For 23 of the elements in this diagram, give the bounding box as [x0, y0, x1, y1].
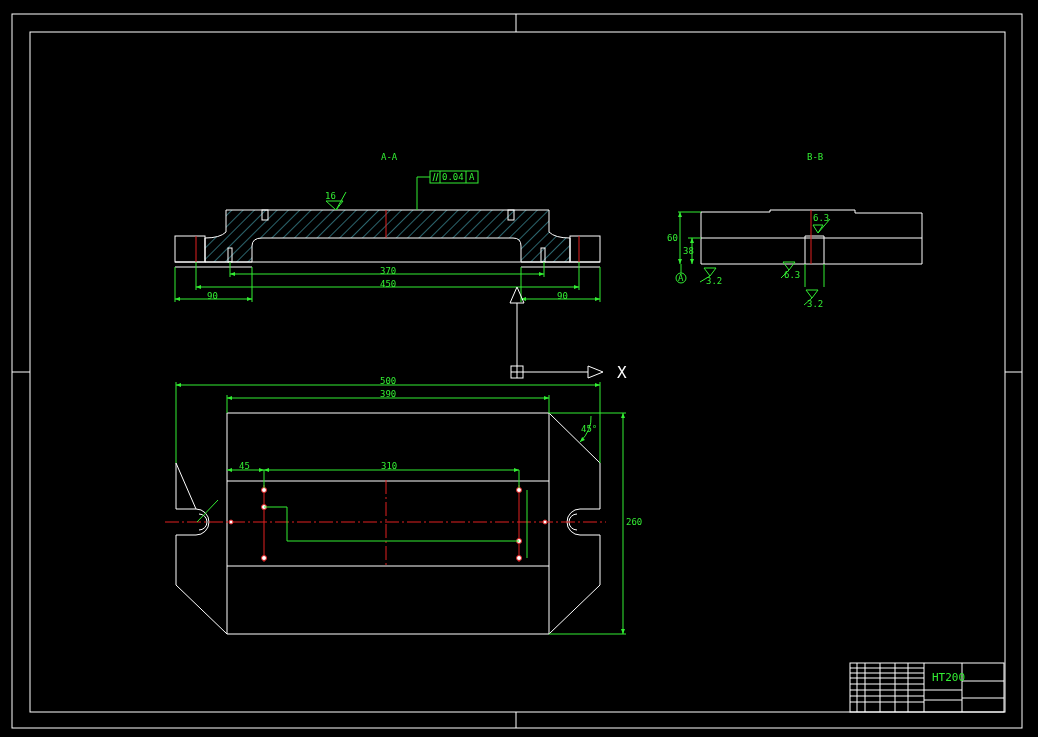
dimension-text: 450 — [380, 279, 397, 289]
section-label: A-A — [381, 152, 398, 162]
surface-roughness-value: 3.2 — [706, 276, 723, 286]
tolerance-value: 0.04 — [442, 172, 464, 182]
datum-letter: A — [678, 273, 684, 283]
angle-text: 45° — [581, 424, 598, 434]
axis-label: X — [617, 364, 627, 382]
surface-roughness-value: 16 — [325, 191, 336, 201]
dimension-text: 60 — [667, 233, 678, 243]
surface-roughness-value: 3.2 — [807, 299, 824, 309]
dimension-text: 90 — [207, 291, 218, 301]
dimension-text: 260 — [626, 517, 643, 527]
dimension-text: 390 — [380, 389, 397, 399]
dimension-text: 370 — [380, 266, 397, 276]
dimension-text: 500 — [380, 376, 397, 386]
dimension-text: 45 — [239, 461, 250, 471]
datum-letter: A — [469, 172, 475, 182]
dimension-text: 90 — [557, 291, 568, 301]
section-label: B-B — [807, 152, 824, 162]
dimension-text: 310 — [381, 461, 398, 471]
surface-roughness-value: 6.3 — [813, 213, 830, 223]
material-text: HT200 — [932, 671, 966, 684]
dimension-text: 38 — [683, 246, 694, 256]
